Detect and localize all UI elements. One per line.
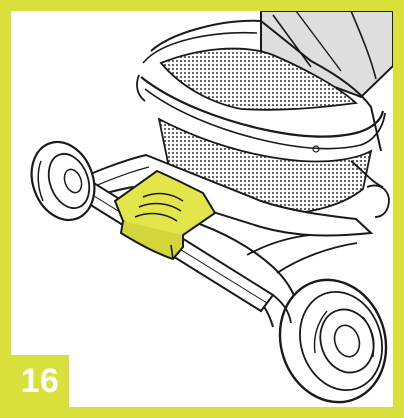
step-number: 16 — [20, 362, 60, 400]
stroller-brake-pedal-illustration — [30, 11, 393, 404]
step-number-badge: 16 — [11, 355, 69, 407]
